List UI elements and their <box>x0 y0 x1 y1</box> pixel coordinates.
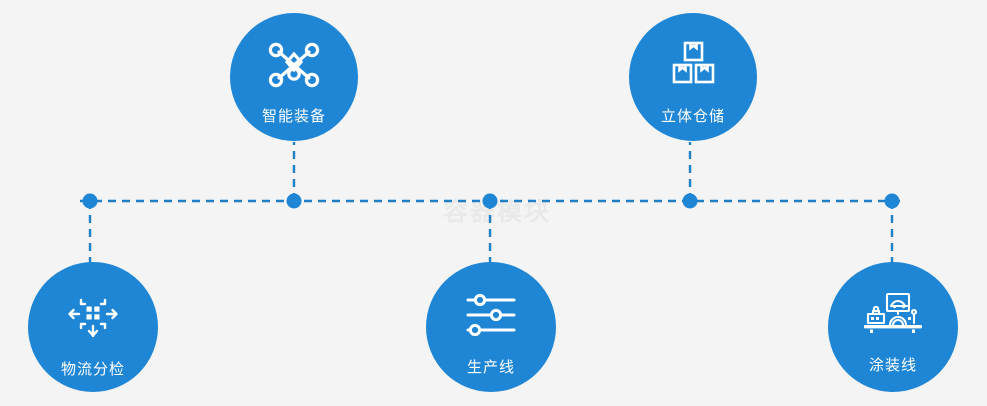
sliders-icon <box>464 292 518 338</box>
stacked-boxes-icon <box>666 41 720 89</box>
node-production-line[interactable]: 生产线 <box>426 262 556 392</box>
node-label-logistics-sorting: 物流分检 <box>60 361 125 378</box>
bus-dot-production-line <box>482 193 498 209</box>
bus-dot-stereo-warehouse <box>682 193 698 209</box>
node-label-stereo-warehouse: 立体仓储 <box>660 108 725 125</box>
network-nodes-icon <box>267 41 321 89</box>
paint-booth-icon <box>862 292 924 336</box>
node-label-production-line: 生产线 <box>466 359 515 376</box>
node-painting-line[interactable]: 涂装线 <box>828 262 958 392</box>
node-label-intelligent-equipment: 智能装备 <box>261 108 326 125</box>
node-intelligent-equipment[interactable]: 智能装备 <box>230 13 358 141</box>
bus-dot-painting-line <box>884 193 900 209</box>
node-label-painting-line: 涂装线 <box>868 357 917 374</box>
node-stereo-warehouse[interactable]: 立体仓储 <box>629 13 757 141</box>
bus-dot-logistics-sorting <box>82 193 98 209</box>
sorting-arrows-icon <box>65 292 121 340</box>
bus-dot-intelligent-equipment <box>286 193 302 209</box>
node-logistics-sorting[interactable]: 物流分检 <box>28 262 158 392</box>
